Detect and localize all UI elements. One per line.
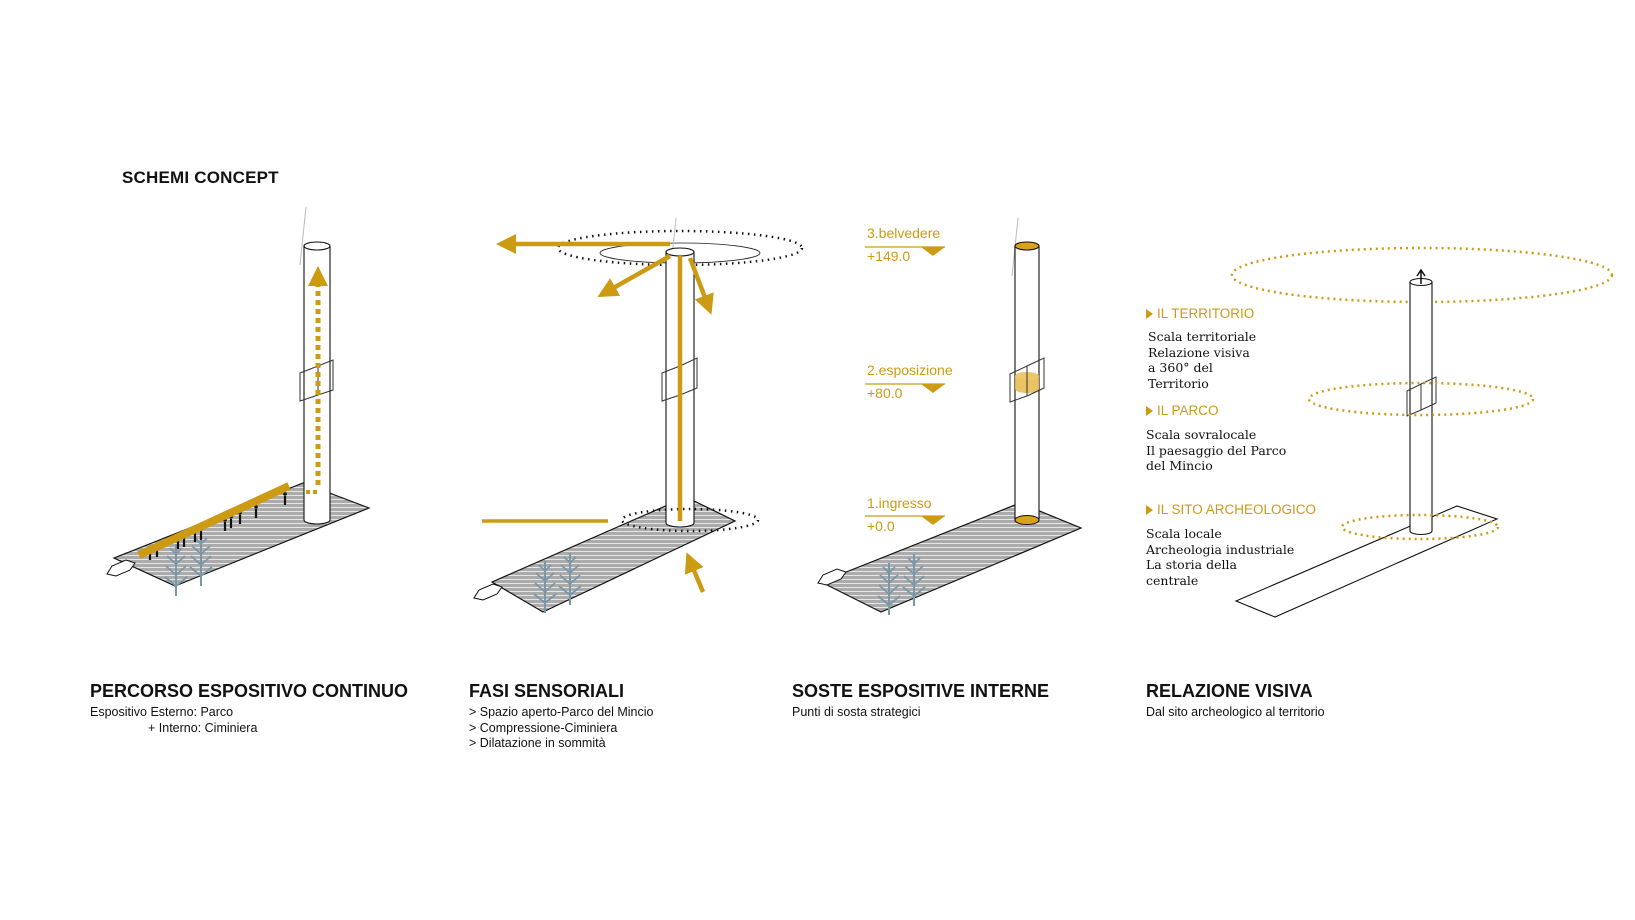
level-name-belvedere: 3.belvedere [867,225,941,241]
dotted-ring-top [556,229,804,267]
park-deck [819,502,1083,613]
section-line: Relazione visiva [1148,344,1250,360]
level-elevation-ingresso: +0.0 [867,518,895,534]
chimney-top [303,241,331,251]
section-line: La storia della [1146,557,1237,572]
territory-ring [1230,246,1614,304]
chimney-bracket [1009,357,1045,403]
panel-2-line: > Compressione-Ciminiera [469,720,618,735]
panel-4-description: Dal sito archeologico al territorio [1146,705,1325,721]
section-heading-text: IL PARCO [1157,403,1219,418]
triangle-right-icon [1146,308,1153,319]
section-line: Scala sovralocale [1146,427,1257,442]
panel-3-title: SOSTE ESPOSITIVE INTERNE [792,681,1050,701]
level-name-ingresso: 1.ingresso [867,495,932,511]
diagonal-arrow [597,254,672,297]
panel-fasi-diagram [473,217,804,614]
panel-3-description: Punti di sosta strategici [792,705,921,721]
level-markers [865,246,945,525]
chimney-bracket [1406,376,1437,417]
section-heading-text: IL SITO ARCHEOLOGICO [1157,502,1317,517]
panel-4-title: RELAZIONE VISIVA [1146,681,1313,701]
panel-percorso-diagram [106,206,371,597]
section-line: centrale [1146,572,1199,588]
down-right-arrow [687,257,714,315]
panel-1-line: + Interno: Ciminiera [148,720,258,735]
panel-2-line: > Spazio aperto-Parco del Mincio [469,705,654,719]
panel-soste-diagram [817,217,1083,616]
park-deck [490,496,737,613]
panel-4-line: Dal sito archeologico al territorio [1146,705,1325,719]
section-line: a 360° del [1148,360,1213,375]
section-heading-territorio: IL TERRITORIO [1146,306,1254,321]
panel-1-line: Espositivo Esterno: Parco [90,705,234,719]
section-text-territorio: Scala territoriale Relazione visiva a 36… [1148,329,1256,391]
section-line: del Mincio [1146,458,1213,473]
arrow-up-icon [1416,268,1426,284]
panel-1-title: PERCORSO ESPOSITIVO CONTINUO [90,681,409,701]
site-ring [1340,513,1500,541]
deck-step [473,583,503,601]
entrance-level-disc [1014,515,1040,525]
panel-2-title: FASI SENSORIALI [469,681,625,701]
dotted-ring-base [620,507,760,533]
deck-step [106,559,136,577]
path-arrow [137,482,291,559]
panel-2-line: > Dilatazione in sommità [469,736,606,750]
triangle-right-icon [1146,504,1153,515]
deck-step [817,568,847,586]
section-line: Scala territoriale [1148,329,1257,344]
triangle-right-icon [1146,405,1153,416]
level-elevation-esposizione: +80.0 [867,385,903,401]
panel-relazione-diagram [1230,246,1614,618]
panel-2-description: > Spazio aperto-Parco del Mincio > Compr… [469,705,653,752]
section-line: Il paesaggio del Parco [1146,442,1287,458]
section-line: Territorio [1148,375,1209,391]
section-text-sito-archeologico: Scala locale Archeologia industriale La … [1146,526,1294,588]
section-heading-sito-archeologico: IL SITO ARCHEOLOGICO [1146,502,1316,517]
page-title: SCHEMI CONCEPT [122,168,279,187]
section-heading-parco: IL PARCO [1146,403,1219,418]
panel-1-description: Espositivo Esterno: Parco + Interno: Cim… [90,705,257,736]
level-name-esposizione: 2.esposizione [867,362,953,378]
section-text-parco: Scala sovralocale Il paesaggio del Parco… [1146,427,1286,474]
section-heading-text: IL TERRITORIO [1157,306,1255,321]
park-deck [112,482,371,587]
panel-3-line: Punti di sosta strategici [792,705,921,719]
site-deck [1234,505,1499,618]
approach-arrow [684,552,706,593]
chimney-top [665,247,695,257]
section-line: Archeologia industriale [1146,541,1295,557]
park-ring [1307,381,1535,417]
wind-line [299,206,307,266]
belvedere-level-disc [1014,241,1040,251]
section-line: Scala locale [1146,526,1222,541]
level-elevation-belvedere: +149.0 [867,248,911,264]
